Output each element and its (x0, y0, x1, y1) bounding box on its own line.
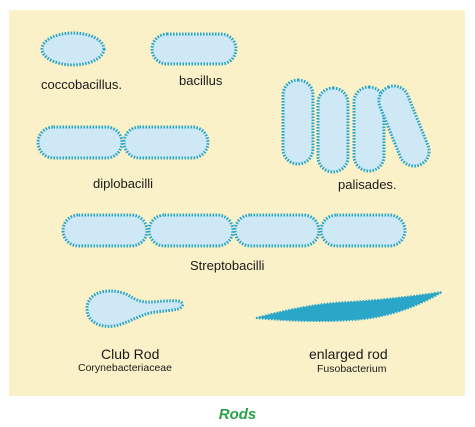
streptobacilli-cell-4 (321, 215, 405, 246)
club-rod-subtitle: Corynebacteriaceae (78, 362, 172, 374)
streptobacilli-cell-3 (235, 215, 319, 246)
coccobacillus-cell (42, 33, 104, 65)
club-rod-label: Club Rod (101, 346, 159, 362)
enlarged-rod-cell (256, 292, 442, 321)
figure-caption: Rods (0, 406, 475, 423)
palisades-label: palisades. (338, 177, 397, 192)
palisade-cell-2 (318, 88, 348, 172)
streptobacilli-cell-1 (63, 215, 147, 246)
enlarged-rod-subtitle: Fusobacterium (317, 363, 386, 375)
enlarged-rod-label: enlarged rod (309, 346, 388, 362)
coccobacillus-label: coccobacillus. (41, 77, 122, 92)
bacillus-label: bacillus (179, 73, 222, 88)
bacillus-cell (152, 34, 236, 64)
palisade-cell-1 (283, 80, 313, 164)
diplobacilli-label: diplobacilli (93, 176, 153, 191)
diplobacilli-cell-1 (38, 127, 122, 158)
streptobacilli-cell-2 (149, 215, 233, 246)
diplobacilli-cell-2 (124, 127, 208, 158)
club-rod-cell (87, 291, 183, 326)
streptobacilli-label: Streptobacilli (190, 258, 264, 273)
